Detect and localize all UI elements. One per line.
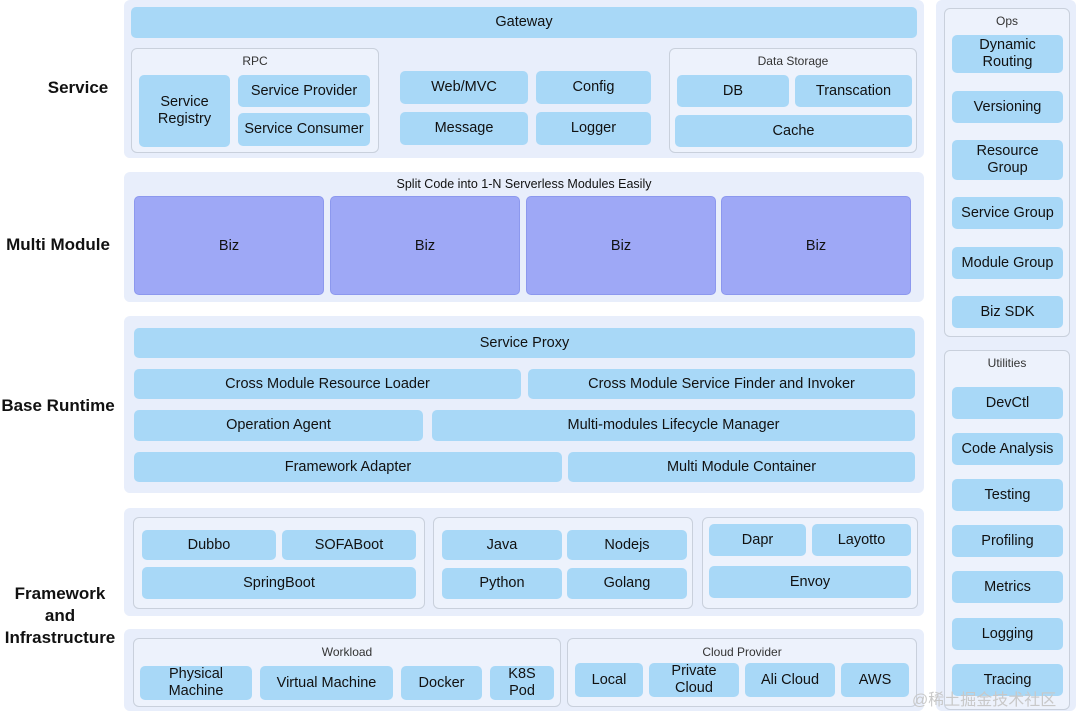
logger-box: Logger xyxy=(536,112,651,145)
k8s-pod-box: K8S Pod xyxy=(490,666,554,700)
cache-box: Cache xyxy=(675,115,912,147)
watermark: @稀土掘金技术社区 xyxy=(912,692,1057,709)
k8s-pod-line1: K8S xyxy=(508,666,536,682)
transaction-box: Transcation xyxy=(795,75,912,107)
service-group-box: Service Group xyxy=(952,197,1063,229)
operation-agent-box: Operation Agent xyxy=(134,410,423,441)
message-box: Message xyxy=(400,112,528,145)
logging-box: Logging xyxy=(952,618,1063,650)
metrics-box: Metrics xyxy=(952,571,1063,603)
service-registry-line1: Service xyxy=(160,94,209,110)
utilities-title: Utilities xyxy=(987,356,1027,370)
biz-module-4: Biz xyxy=(721,196,911,295)
row-label-base-runtime: Base Runtime xyxy=(1,396,115,415)
aws-box: AWS xyxy=(841,663,909,697)
physical-machine-box: Physical Machine xyxy=(140,666,252,700)
row-label-framework-line1: Framework xyxy=(14,584,106,603)
resource-group-line2: Group xyxy=(987,160,1028,176)
workload-title: Workload xyxy=(321,645,373,659)
config-box: Config xyxy=(536,71,651,104)
row-label-framework-line3: Infrastructure xyxy=(4,628,116,647)
service-proxy-box: Service Proxy xyxy=(134,328,915,358)
biz-module-2: Biz xyxy=(330,196,520,295)
physical-machine-line1: Physical xyxy=(169,666,223,682)
service-registry-box: Service Registry xyxy=(139,75,230,147)
row-label-framework-line2: and xyxy=(44,606,76,625)
java-box: Java xyxy=(442,530,562,560)
web-mvc-box: Web/MVC xyxy=(400,71,528,104)
row-label-multi-module: Multi Module xyxy=(6,235,110,254)
rpc-group-title: RPC xyxy=(242,54,268,68)
dubbo-box: Dubbo xyxy=(142,530,276,560)
local-box: Local xyxy=(575,663,643,697)
resource-loader-box: Cross Module Resource Loader xyxy=(134,369,521,399)
k8s-pod-line2: Pod xyxy=(509,683,535,699)
gateway-box: Gateway xyxy=(131,7,917,38)
db-box: DB xyxy=(677,75,789,107)
testing-box: Testing xyxy=(952,479,1063,511)
golang-box: Golang xyxy=(567,568,687,599)
service-registry-line2: Registry xyxy=(157,111,212,127)
profiling-box: Profiling xyxy=(952,525,1063,557)
lifecycle-manager-box: Multi-modules Lifecycle Manager xyxy=(432,410,915,441)
physical-machine-line2: Machine xyxy=(168,683,224,699)
dapr-box: Dapr xyxy=(709,524,806,556)
service-finder-box: Cross Module Service Finder and Invoker xyxy=(528,369,915,399)
devctl-box: DevCtl xyxy=(952,387,1063,419)
service-consumer-box: Service Consumer xyxy=(238,113,370,146)
biz-module-3: Biz xyxy=(526,196,716,295)
multi-module-title: Split Code into 1-N Serverless Modules E… xyxy=(396,177,652,191)
nodejs-box: Nodejs xyxy=(567,530,687,560)
python-box: Python xyxy=(442,568,562,599)
springboot-box: SpringBoot xyxy=(142,567,416,599)
resource-group-line1: Resource xyxy=(976,143,1039,159)
row-label-framework-infrastructure: Framework and Infrastructure xyxy=(0,583,120,649)
code-analysis-box: Code Analysis xyxy=(952,433,1063,465)
docker-box: Docker xyxy=(401,666,482,700)
envoy-box: Envoy xyxy=(709,566,911,598)
module-group-box: Module Group xyxy=(952,247,1063,279)
ops-title: Ops xyxy=(995,14,1018,28)
biz-sdk-box: Biz SDK xyxy=(952,296,1063,328)
ali-cloud-box: Ali Cloud xyxy=(745,663,835,697)
framework-adapter-box: Framework Adapter xyxy=(134,452,562,482)
sofaboot-box: SOFABoot xyxy=(282,530,416,560)
module-container-box: Multi Module Container xyxy=(568,452,915,482)
dynamic-routing-line1: Dynamic xyxy=(979,37,1036,53)
data-storage-title: Data Storage xyxy=(757,54,829,68)
resource-group-box: Resource Group xyxy=(952,140,1063,180)
layotto-box: Layotto xyxy=(812,524,911,556)
row-label-service: Service xyxy=(47,78,109,97)
private-cloud-box: Private Cloud xyxy=(649,663,739,697)
private-cloud-line1: Private xyxy=(671,663,717,679)
tracing-box: Tracing xyxy=(952,664,1063,696)
biz-module-1: Biz xyxy=(134,196,324,295)
versioning-box: Versioning xyxy=(952,91,1063,123)
dynamic-routing-line2: Routing xyxy=(982,54,1033,70)
service-provider-box: Service Provider xyxy=(238,75,370,107)
cloud-provider-title: Cloud Provider xyxy=(702,645,782,659)
private-cloud-line2: Cloud xyxy=(675,680,713,696)
virtual-machine-box: Virtual Machine xyxy=(260,666,393,700)
dynamic-routing-box: Dynamic Routing xyxy=(952,35,1063,73)
